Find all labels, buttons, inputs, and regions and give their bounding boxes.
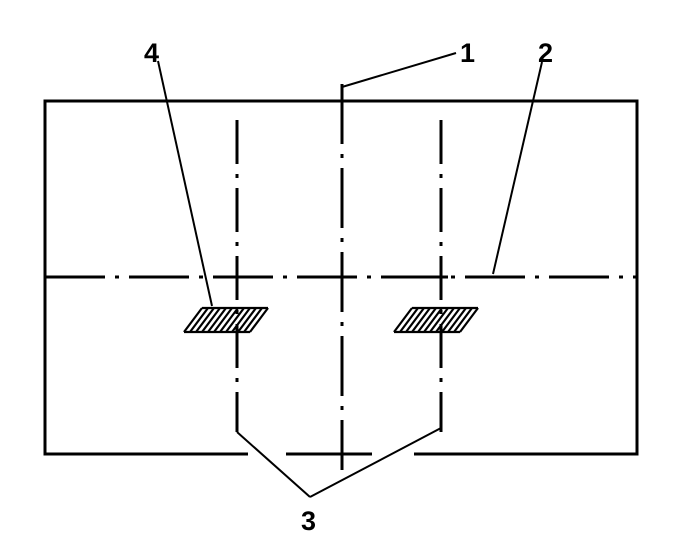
callout-1: 1 — [460, 38, 475, 68]
callout-4: 4 — [144, 38, 159, 68]
leader-line-3-left — [236, 431, 311, 498]
leader-line-1 — [341, 52, 457, 88]
hatch-mark-left — [183, 306, 269, 334]
leader-line-2 — [492, 61, 543, 275]
hatch-mark-right — [393, 306, 479, 334]
callout-3: 3 — [301, 506, 316, 536]
leader-line-3-right — [309, 427, 442, 498]
leader-lines — [157, 52, 543, 498]
leader-line-4 — [157, 60, 213, 307]
callout-2: 2 — [538, 38, 553, 68]
